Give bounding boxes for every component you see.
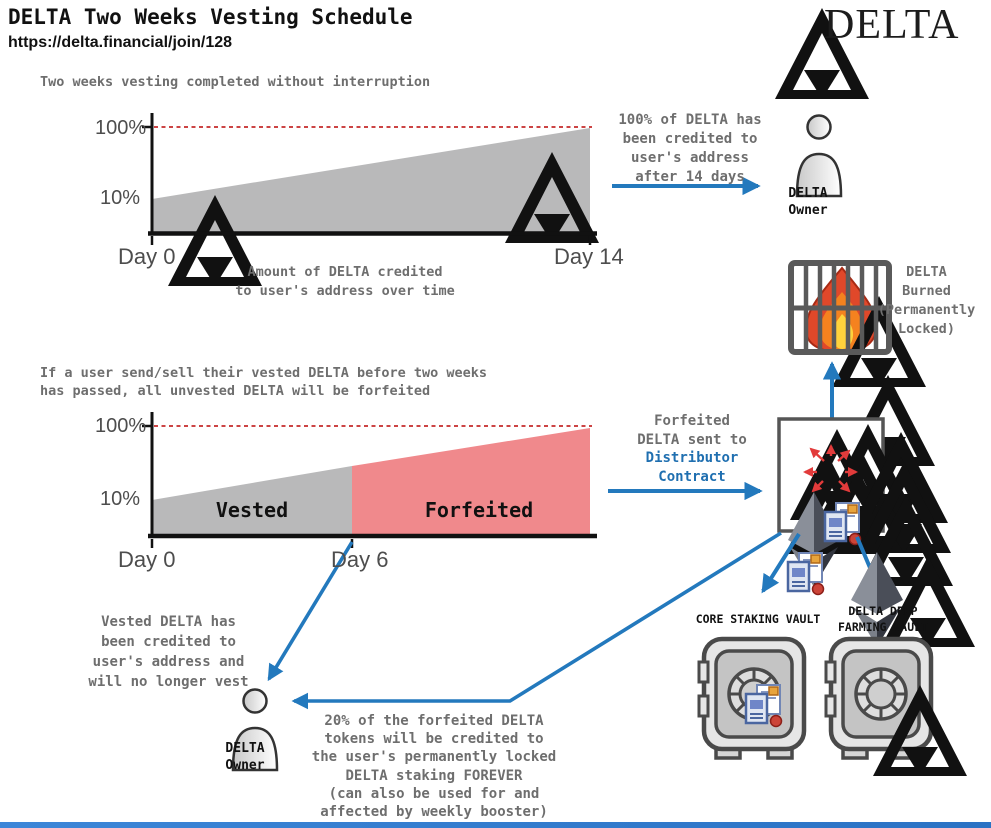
vested-area xyxy=(152,466,352,534)
chart1-ytick-100: 100% xyxy=(95,117,147,139)
delta-owner-label: DELTA Owner xyxy=(788,186,828,218)
chart2-ytick-100: 100% xyxy=(95,415,147,437)
delta-owner-icon xyxy=(795,114,843,198)
delta-deep-farming-vault-label: DELTA DEEP FARMING VAULT xyxy=(837,604,928,634)
arrow-vested-to-owner xyxy=(267,541,354,682)
forfeited-area-label: Forfeited xyxy=(424,498,534,522)
chart2-xtick-day0: Day 0 xyxy=(118,547,176,572)
chart-forfeit xyxy=(142,412,597,548)
chart2-ytick-10: 10% xyxy=(99,488,140,510)
distribution-arrows xyxy=(802,443,859,493)
section1-heading: Two weeks vesting completed without inte… xyxy=(40,74,431,90)
distributor-contract-box xyxy=(777,417,953,587)
core-staking-vault-label: CORE STAKING VAULT xyxy=(695,612,821,626)
burned-label: DELTA Burned (Permanently Locked) xyxy=(877,264,976,337)
bottom-edge-bar xyxy=(0,822,991,828)
credited-note: 100% of DELTA has been credited to user'… xyxy=(618,112,762,185)
burned-cage-icon xyxy=(788,260,926,387)
arrow-to-core-vault xyxy=(761,532,801,594)
section2-heading: If a user send/sell their vested DELTA b… xyxy=(40,365,488,399)
vested-credited-note: Vested DELTA has been credited to user's… xyxy=(88,614,249,690)
delta-owner-label: DELTA Owner xyxy=(225,741,265,773)
chart1-area xyxy=(152,128,590,232)
forfeited-area xyxy=(352,428,590,534)
chart2-xtick-day6: Day 6 xyxy=(331,547,389,572)
arrow-20pct-to-owner xyxy=(291,531,782,710)
vested-area-label: Vested xyxy=(215,498,289,522)
page-title: DELTA Two Weeks Vesting Schedule xyxy=(8,5,413,29)
core-staking-vault-icon xyxy=(697,636,807,760)
chart1-xtick-day14: Day 14 xyxy=(554,244,624,269)
chart1-caption: Amount of DELTA credited to user's addre… xyxy=(235,264,455,299)
page-url: https://delta.financial/join/128 xyxy=(8,34,233,51)
chart-vesting-complete xyxy=(142,113,599,286)
contract-icon xyxy=(786,551,825,596)
forfeited-sent-note: Forfeited DELTA sent to xyxy=(637,413,747,448)
delta-deep-farming-vault-icon xyxy=(824,636,967,776)
distributor-contract-link-text: Distributor Contract xyxy=(645,450,739,485)
chart1-ytick-10: 10% xyxy=(99,187,140,209)
forfeit-20pct-note: 20% of the forfeited DELTA tokens will b… xyxy=(311,713,557,821)
brand-wordmark: DELTA xyxy=(824,2,960,48)
chart1-xtick-day0: Day 0 xyxy=(118,244,176,269)
